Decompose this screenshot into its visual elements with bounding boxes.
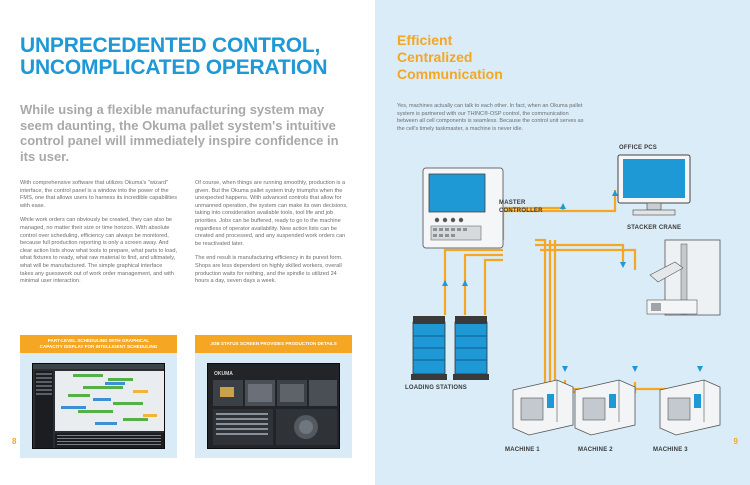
title-line-3: Communication <box>397 66 503 82</box>
arrow-down-icon <box>697 366 703 372</box>
machine-2-icon <box>574 379 636 436</box>
label-stacker-crane: STACKER CRANE <box>627 225 682 231</box>
machine-1-icon <box>512 379 574 436</box>
label-controller: CONTROLLER <box>499 208 543 214</box>
stacker-crane-icon <box>646 239 721 316</box>
title-line-1: Efficient <box>397 32 453 48</box>
page-number: 8 <box>12 437 17 446</box>
job-status-panel: JOB STATUS SCREEN PROVIDES PRODUCTION DE… <box>195 335 352 458</box>
title-line-2: Centralized <box>397 49 473 65</box>
page-number: 9 <box>733 437 738 446</box>
subheadline: While using a flexible manufacturing sys… <box>20 102 339 164</box>
headline-line-2: UNCOMPLICATED OPERATION <box>20 56 328 79</box>
loading-station-icon <box>453 316 489 380</box>
okuma-logo: OKUMA <box>214 371 233 377</box>
label-master: MASTER <box>499 200 526 206</box>
caption-line-1: PART-LEVEL SCHEDULING WITH GRAPHICAL <box>47 338 150 343</box>
right-page: Efficient Centralized Communication Yes,… <box>375 0 750 485</box>
arrow-up-icon <box>462 280 468 286</box>
office-pc-icon <box>617 154 691 216</box>
paragraph: With comprehensive software that utilize… <box>20 180 178 209</box>
arrow-up-icon <box>560 203 566 209</box>
arrow-down-icon <box>632 366 638 372</box>
loading-station-icon <box>411 316 447 380</box>
arrow-down-icon <box>562 366 568 372</box>
panel-caption: JOB STATUS SCREEN PROVIDES PRODUCTION DE… <box>195 335 352 353</box>
arrow-up-icon <box>442 280 448 286</box>
label-machine-2: MACHINE 2 <box>578 447 613 453</box>
label-machine-1: MACHINE 1 <box>505 447 540 453</box>
paragraph: The end result is manufacturing efficien… <box>195 255 343 285</box>
label-office-pcs: OFFICE PCS <box>619 145 658 151</box>
scheduling-panel: PART-LEVEL SCHEDULING WITH GRAPHICAL CAP… <box>20 335 177 458</box>
body-column-1: With comprehensive software that utilize… <box>20 180 177 293</box>
paragraph: While work orders can obviously be creat… <box>20 217 178 285</box>
body-column-2: Of course, when things are running smoot… <box>195 180 352 293</box>
machine-3-icon <box>659 379 721 436</box>
arrow-down-icon <box>620 262 626 268</box>
page-headline: UNPRECEDENTED CONTROL, UNCOMPLICATED OPE… <box>20 35 350 79</box>
label-machine-3: MACHINE 3 <box>653 447 688 453</box>
panel-caption: PART-LEVEL SCHEDULING WITH GRAPHICAL CAP… <box>20 335 177 353</box>
scheduling-screen-image <box>32 363 165 449</box>
section-body: Yes, machines actually can talk to each … <box>397 103 584 132</box>
headline-line-1: UNPRECEDENTED CONTROL, <box>20 34 321 57</box>
arrow-up-icon <box>612 190 618 196</box>
label-loading-stations: LOADING STATIONS <box>405 385 467 391</box>
cell-communication-diagram <box>411 154 721 436</box>
arrowheads <box>442 190 703 372</box>
job-status-screen-image: OKUMA <box>207 363 340 449</box>
caption-line-2: CAPACITY DISPLAY FOR INTELLIGENT SCHEDUL… <box>39 343 158 349</box>
left-page: UNPRECEDENTED CONTROL, UNCOMPLICATED OPE… <box>12 34 352 458</box>
paragraph: Of course, when things are running smoot… <box>195 180 348 247</box>
section-title: Efficient Centralized Communication <box>397 32 503 83</box>
master-controller-icon <box>422 167 504 249</box>
